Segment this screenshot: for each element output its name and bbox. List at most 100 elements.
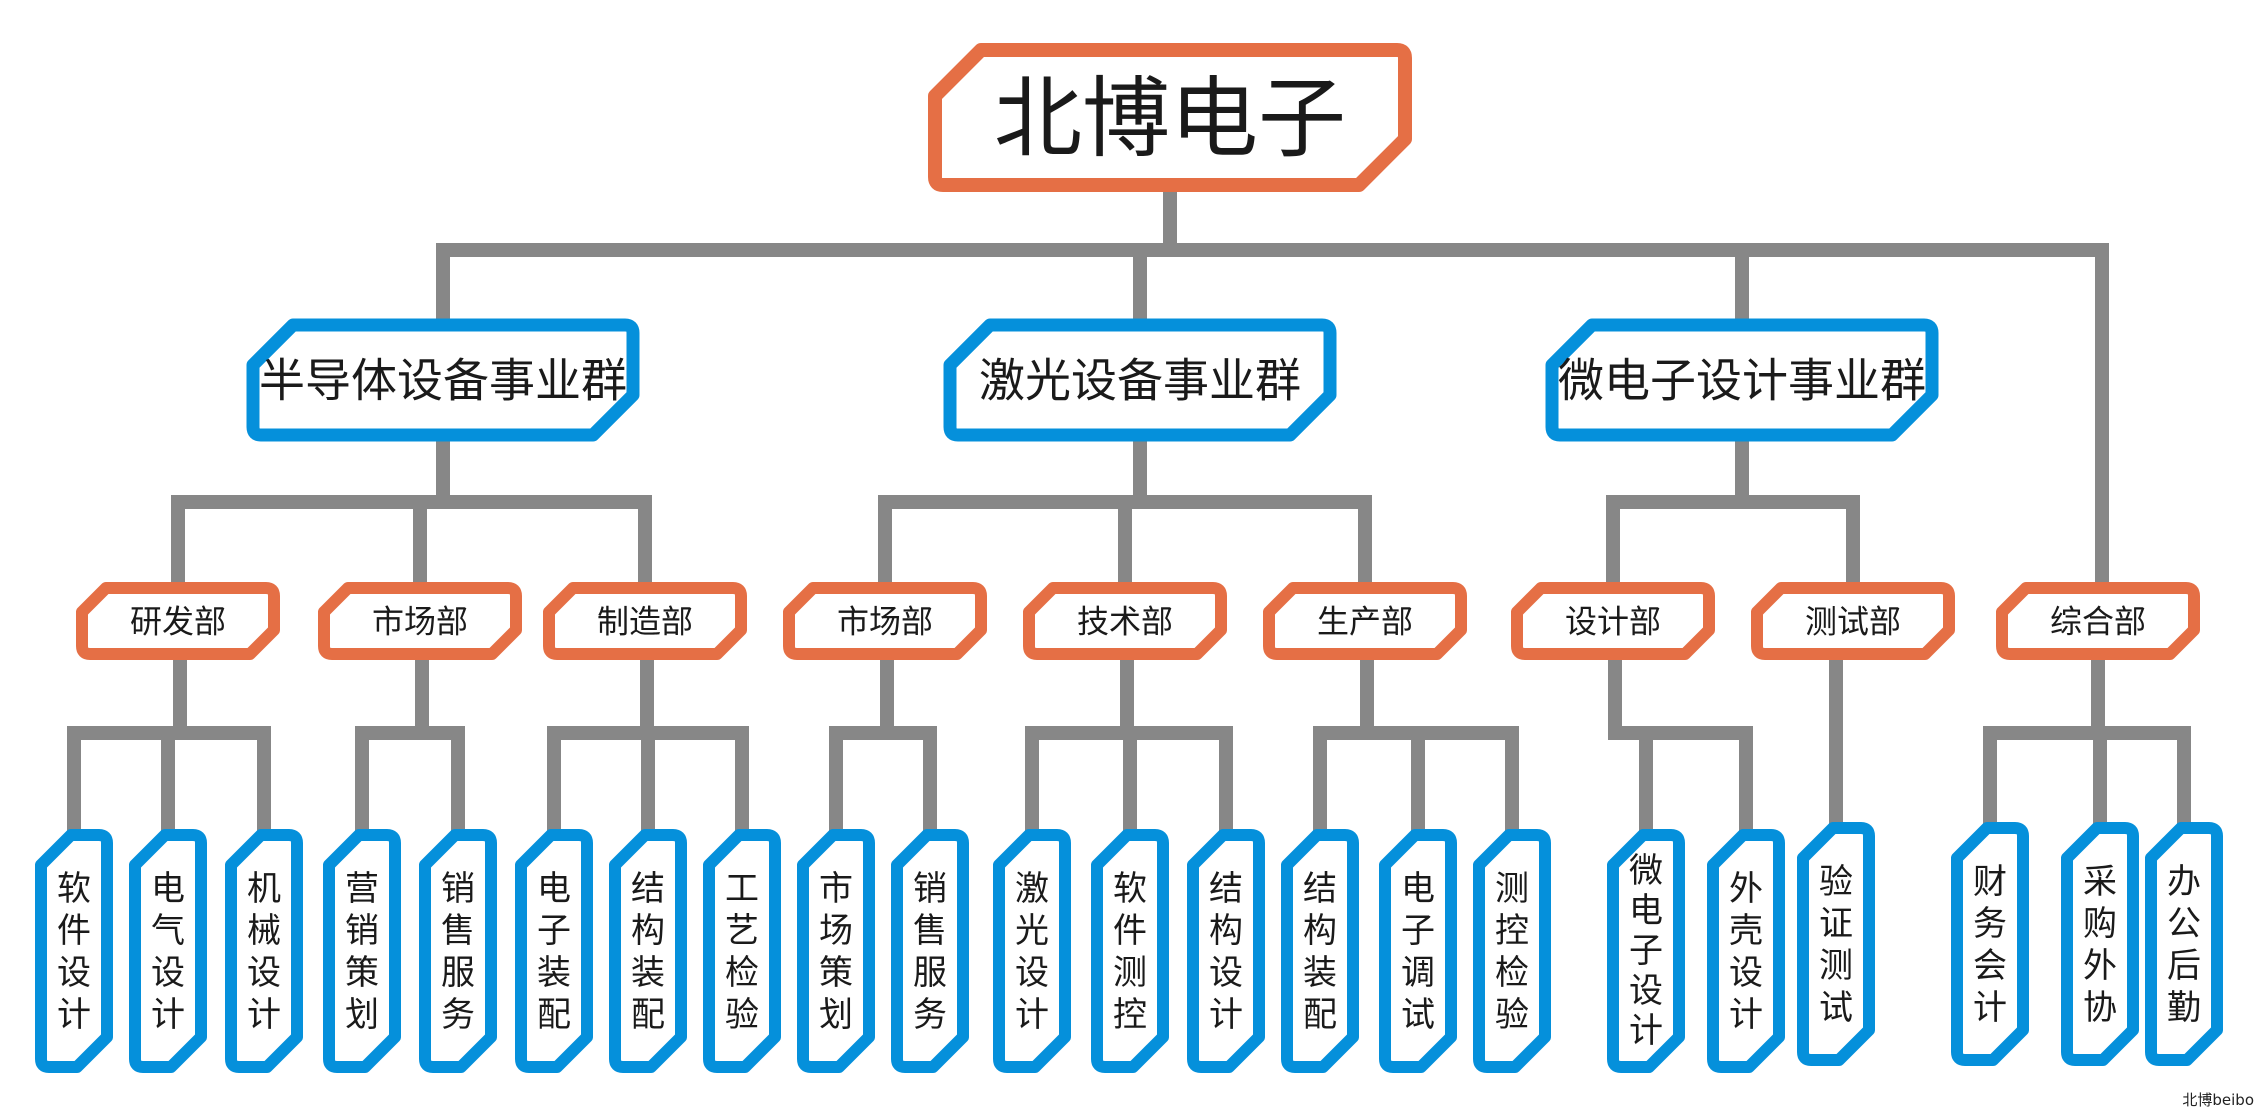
leaf-node[interactable]: 结构设计 [1187, 829, 1265, 1073]
leaf-node-label: 工艺检验 [725, 869, 759, 1035]
leaf-node[interactable]: 财务会计 [1951, 822, 2029, 1066]
leaf-node[interactable]: 销售服务 [419, 829, 497, 1073]
dept-node-border [543, 582, 747, 660]
leaf-node[interactable]: 市场策划 [797, 829, 875, 1073]
dept-node-border [1751, 582, 1955, 660]
dept-node-border [1263, 582, 1467, 660]
dept-node[interactable]: 市场部 [318, 582, 522, 660]
leaf-node-label: 软件测控 [1113, 869, 1147, 1035]
dept-node[interactable]: 生产部 [1263, 582, 1467, 660]
leaf-node-border [703, 829, 781, 1073]
leaf-node-label: 外壳设计 [1729, 869, 1763, 1035]
leaf-node-label: 电气设计 [151, 869, 185, 1035]
leaf-node[interactable]: 验证测试 [1797, 822, 1875, 1066]
leaf-node-label: 办公后勤 [2167, 862, 2201, 1028]
group-node-border [246, 318, 640, 442]
leaf-node-label: 测控检验 [1495, 869, 1529, 1035]
dept-node-border [1023, 582, 1227, 660]
leaf-node-border [797, 829, 875, 1073]
dept-node[interactable]: 综合部 [1996, 582, 2200, 660]
dept-node[interactable]: 市场部 [783, 582, 987, 660]
dept-node-label: 设计部 [1565, 603, 1661, 641]
leaf-node-label: 电子调试 [1401, 869, 1435, 1035]
leaf-node[interactable]: 激光设计 [993, 829, 1071, 1073]
dept-node-label: 技术部 [1077, 603, 1173, 641]
leaf-node[interactable]: 营销策划 [323, 829, 401, 1073]
leaf-node-label: 激光设计 [1015, 869, 1049, 1035]
leaf-node-border [1379, 829, 1457, 1073]
dept-node-label: 制造部 [597, 603, 693, 641]
dept-node[interactable]: 研发部 [76, 582, 280, 660]
leaf-node[interactable]: 软件设计 [35, 829, 113, 1073]
leaf-node-label: 市场策划 [819, 869, 853, 1035]
dept-node[interactable]: 技术部 [1023, 582, 1227, 660]
leaf-node-label: 财务会计 [1973, 862, 2007, 1028]
leaf-node-label: 机械设计 [247, 869, 281, 1035]
group-node[interactable]: 激光设备事业群 [943, 318, 1337, 442]
root-node-border [928, 43, 1412, 192]
leaf-node-label: 结构设计 [1209, 869, 1243, 1035]
leaf-node-label: 营销策划 [345, 869, 379, 1035]
leaf-node-border [1707, 829, 1785, 1073]
leaf-node-border [1607, 829, 1685, 1073]
leaf-node[interactable]: 电子调试 [1379, 829, 1457, 1073]
leaf-node[interactable]: 微电子设计 [1607, 829, 1685, 1073]
dept-node-label: 市场部 [372, 603, 468, 641]
leaf-node[interactable]: 电气设计 [129, 829, 207, 1073]
leaf-node-label: 结构装配 [631, 869, 665, 1035]
root-node[interactable]: 北博电子 [928, 43, 1412, 192]
group-node-label: 微电子设计事业群 [1558, 354, 1926, 408]
group-node[interactable]: 半导体设备事业群 [246, 318, 640, 442]
dept-node-border [1996, 582, 2200, 660]
leaf-node-label: 电子装配 [537, 869, 571, 1035]
leaf-node-border [2061, 822, 2139, 1066]
leaf-node-border [323, 829, 401, 1073]
group-node-border [1545, 318, 1939, 442]
leaf-node[interactable]: 电子装配 [515, 829, 593, 1073]
dept-node[interactable]: 设计部 [1511, 582, 1715, 660]
leaf-node-label: 微电子设计 [1629, 851, 1663, 1051]
dept-node[interactable]: 测试部 [1751, 582, 1955, 660]
dept-node-label: 生产部 [1317, 603, 1413, 641]
leaf-node[interactable]: 办公后勤 [2145, 822, 2223, 1066]
leaf-node-label: 验证测试 [1819, 862, 1853, 1028]
leaf-node-label: 采购外协 [2083, 862, 2117, 1028]
leaf-node[interactable]: 软件测控 [1091, 829, 1169, 1073]
leaf-node-border [1473, 829, 1551, 1073]
leaf-node-border [419, 829, 497, 1073]
root-node-label: 北博电子 [994, 67, 1346, 170]
leaf-node[interactable]: 采购外协 [2061, 822, 2139, 1066]
leaf-node[interactable]: 工艺检验 [703, 829, 781, 1073]
leaf-node-border [993, 829, 1071, 1073]
dept-node-label: 市场部 [837, 603, 933, 641]
leaf-node[interactable]: 销售服务 [891, 829, 969, 1073]
dept-node-label: 研发部 [130, 603, 226, 641]
leaf-node[interactable]: 结构装配 [1281, 829, 1359, 1073]
leaf-node-label: 软件设计 [57, 869, 91, 1035]
dept-node-border [783, 582, 987, 660]
leaf-node[interactable]: 外壳设计 [1707, 829, 1785, 1073]
leaf-node-border [609, 829, 687, 1073]
leaf-node-label: 销售服务 [441, 869, 475, 1035]
dept-node[interactable]: 制造部 [543, 582, 747, 660]
group-node-label: 激光设备事业群 [979, 354, 1301, 408]
leaf-node-border [891, 829, 969, 1073]
dept-node-label: 测试部 [1805, 603, 1901, 641]
leaf-node[interactable]: 结构装配 [609, 829, 687, 1073]
group-node-border [943, 318, 1337, 442]
leaf-node-border [35, 829, 113, 1073]
leaf-node-border [1797, 822, 1875, 1066]
group-node[interactable]: 微电子设计事业群 [1545, 318, 1939, 442]
leaf-node-border [1091, 829, 1169, 1073]
leaf-node-border [1951, 822, 2029, 1066]
leaf-node-border [225, 829, 303, 1073]
group-node-label: 半导体设备事业群 [259, 354, 627, 408]
dept-node-border [76, 582, 280, 660]
connectors [67, 191, 2191, 841]
leaf-node-border [129, 829, 207, 1073]
leaf-node[interactable]: 测控检验 [1473, 829, 1551, 1073]
leaf-node[interactable]: 机械设计 [225, 829, 303, 1073]
leaf-node-border [2145, 822, 2223, 1066]
